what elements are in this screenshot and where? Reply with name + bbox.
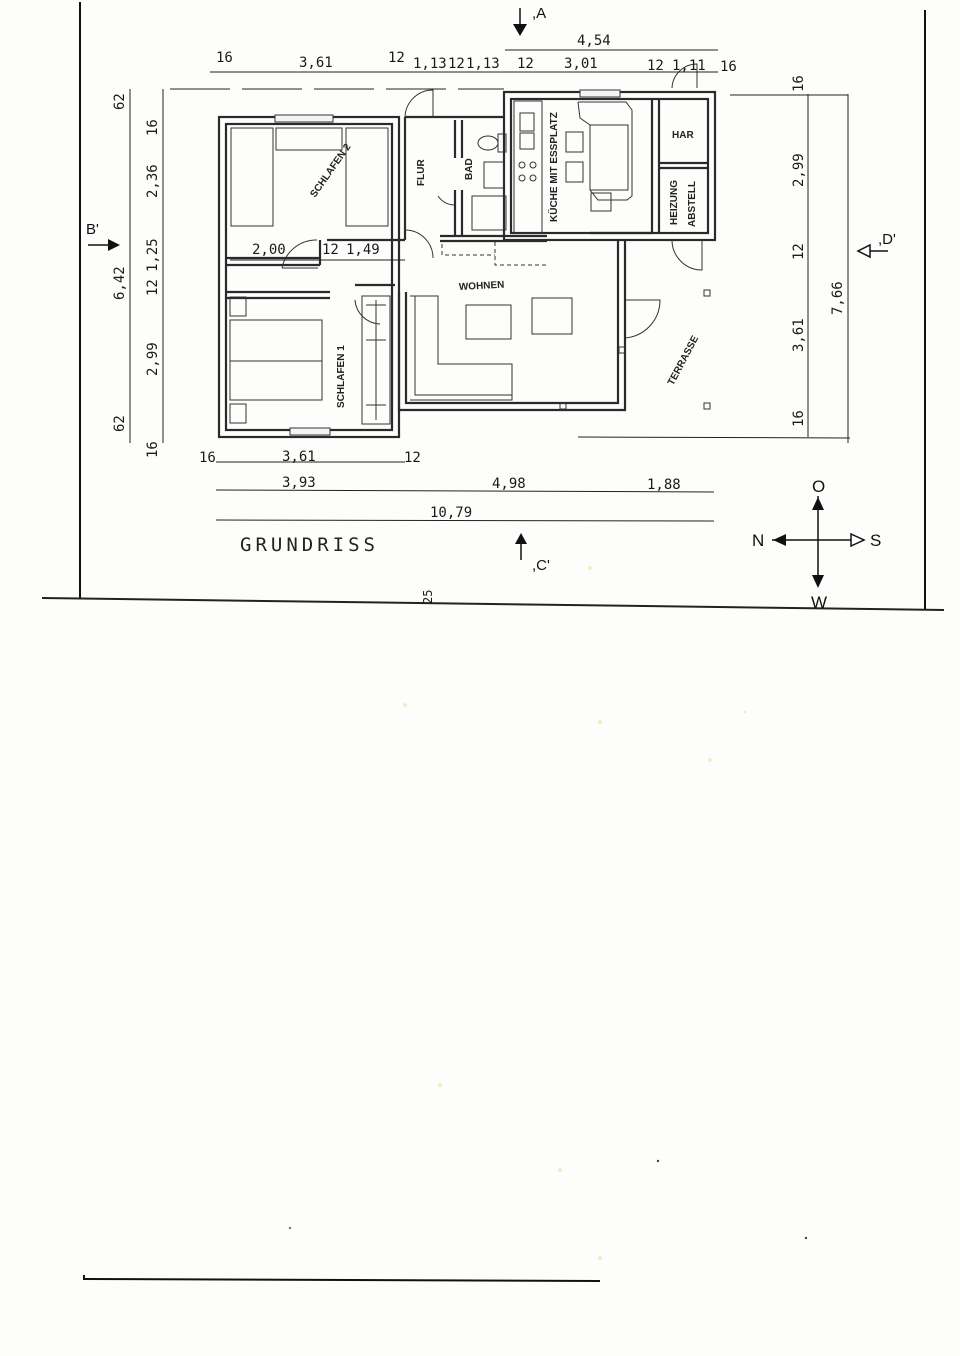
interior-walls (226, 99, 708, 300)
dim-left-inner-4: 2,99 (145, 342, 161, 376)
dim-left-outer-1: 6,42 (112, 266, 128, 300)
dim-interior-2: 1,49 (346, 242, 380, 258)
arrow-down-icon (513, 24, 527, 36)
room-label-kueche: KÜCHE MIT ESSPLATZ (547, 112, 560, 222)
furniture (229, 100, 851, 439)
svg-text:,A: ,A (532, 5, 546, 22)
room-label-bad: BAD (464, 158, 475, 180)
dim-interior-1: 12 (322, 242, 339, 258)
doors (281, 63, 703, 339)
room-label-abstell: ABSTELL (687, 181, 698, 227)
dim-left-outer-2: 62 (112, 415, 128, 432)
dim-top-1: 3,61 (299, 55, 333, 71)
window-kueche (579, 89, 621, 98)
arrow-up-icon (812, 497, 824, 510)
arrow-up-icon (515, 533, 527, 544)
room-label-heizung: HEIZUNG (669, 180, 680, 225)
dim-top-4: 12 (448, 56, 465, 72)
dim-top-6: 12 (517, 56, 534, 72)
sheet-frame (41, 2, 945, 1282)
dim-bottom1-1: 3,61 (282, 449, 316, 465)
room-label-terrasse: TERRASSE (666, 334, 701, 388)
room-label-schlafen1: SCHLAFEN 1 (336, 345, 347, 408)
scan-speckles (289, 566, 808, 1260)
dim-interior-0: 2,00 (252, 242, 286, 258)
section-marker-d: ,D' (856, 231, 896, 259)
arrow-down-icon (812, 575, 824, 588)
svg-text:,D': ,D' (878, 231, 896, 248)
dim-bottom2-1: 4,98 (492, 476, 526, 492)
compass-east-label: O (812, 477, 825, 496)
dim-top-total-right: 4,54 (577, 33, 611, 49)
dim-left-inner-0: 16 (145, 119, 161, 136)
section-marker-b: B' (86, 221, 120, 251)
window-schlafen2 (274, 114, 334, 123)
dim-bottom2-0: 3,93 (282, 475, 316, 491)
dim-bottom-total: 10,79 (430, 505, 472, 521)
section-marker-c: ,C' (515, 533, 550, 574)
dim-left-inner-3: 12 (145, 279, 161, 296)
svg-text:,C': ,C' (532, 557, 550, 574)
dim-right-total: 7,66 (830, 281, 846, 315)
dim-top-8: 12 (647, 58, 664, 74)
room-label-har: HAR (672, 130, 694, 141)
dim-right-inner-3: 3,61 (791, 318, 807, 352)
dim-left-inner-5: 16 (145, 441, 161, 458)
dim-bottom1-0: 16 (199, 450, 216, 466)
compass-west-label: W (811, 593, 827, 612)
dim-left-inner-2: 1,25 (145, 238, 161, 272)
svg-text:B': B' (86, 221, 99, 238)
dim-right-inner-1: 2,99 (791, 153, 807, 187)
compass-rose: O N S W (752, 477, 881, 612)
dimension-lines (129, 49, 849, 522)
dim-bottom1-2: 12 (404, 450, 421, 466)
dim-top-7: 3,01 (564, 56, 598, 72)
arrow-left-icon (856, 243, 871, 259)
dim-right-inner-2: 12 (791, 243, 807, 260)
dim-top-9: 1,11 (672, 58, 706, 74)
window-schlafen1 (289, 427, 331, 436)
room-label-wohnen: WOHNEN (459, 280, 505, 293)
dim-top-5: 1,13 (466, 56, 500, 72)
compass-south-label: S (870, 531, 881, 550)
compass-north-label: N (752, 531, 764, 550)
room-label-flur: FLUR (416, 159, 427, 186)
dim-right-inner-4: 16 (791, 410, 807, 427)
arrow-right-icon (108, 239, 120, 251)
dim-top-3: 1,13 (413, 56, 447, 72)
dim-bottom2-2: 1,88 (647, 477, 681, 493)
arrow-right-icon (850, 532, 866, 548)
dim-left-outer-0: 62 (112, 93, 128, 110)
dim-left-inner-1: 2,36 (145, 164, 161, 198)
drawing-title: GRUNDRISS (240, 534, 379, 556)
dim-top-0: 16 (216, 50, 233, 66)
section-marker-a: ,A (513, 5, 546, 36)
dim-right-inner-0: 16 (791, 75, 807, 92)
dim-top-10: 16 (720, 59, 737, 75)
dim-top-2: 12 (388, 50, 405, 66)
arrow-left-icon (773, 534, 786, 546)
scale-note: 25 (421, 590, 435, 604)
